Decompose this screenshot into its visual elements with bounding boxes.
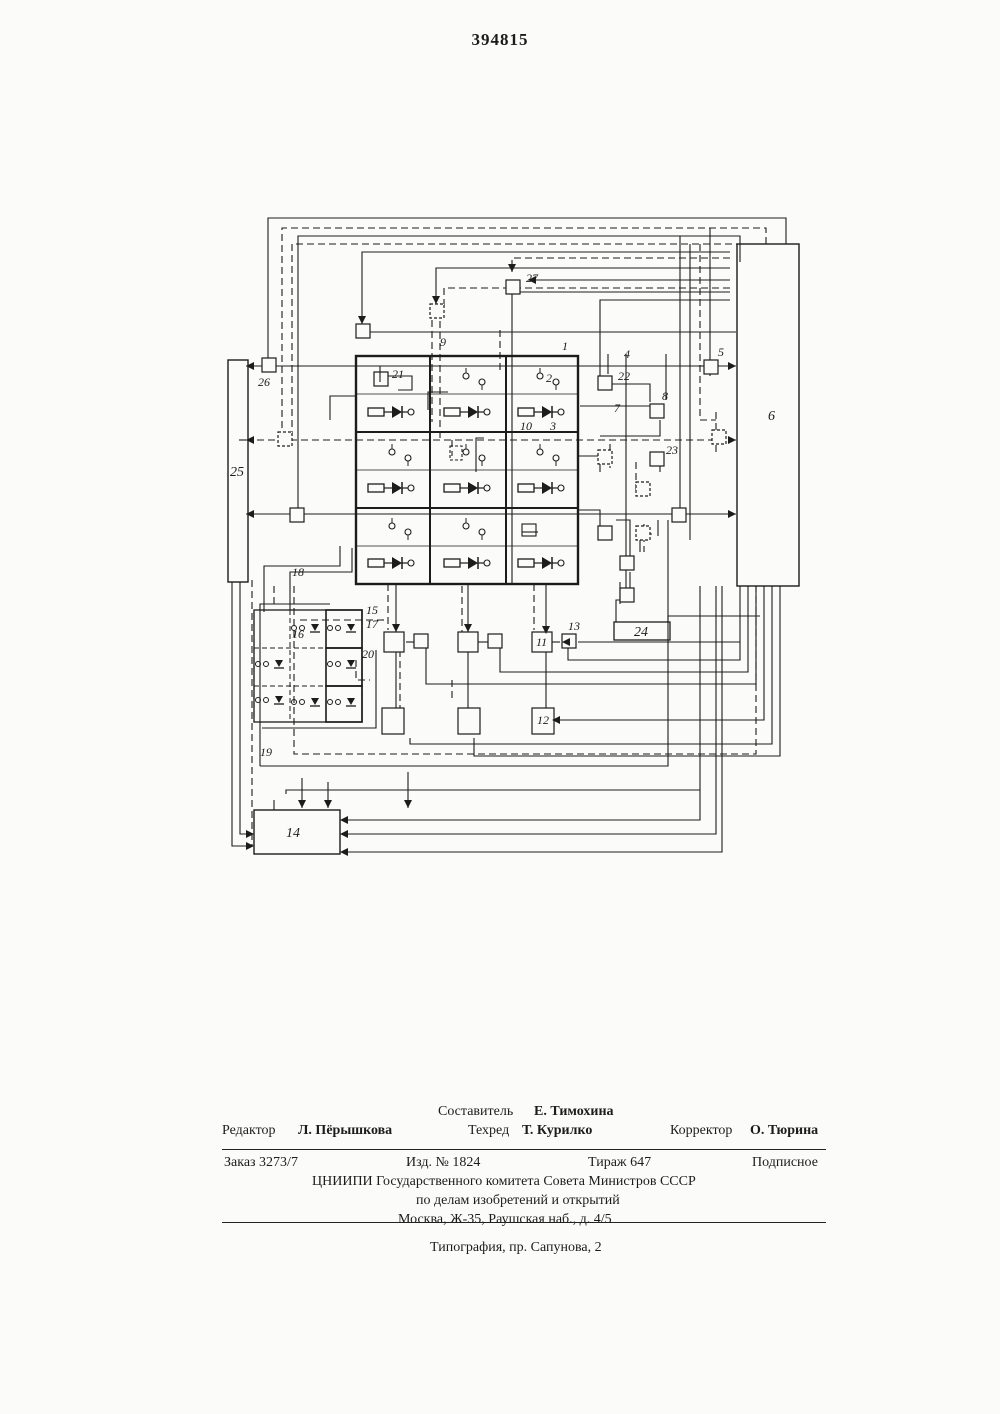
indicator-matrix-small	[254, 610, 362, 722]
label-13: 13	[568, 619, 580, 633]
label-10: 10	[520, 419, 532, 433]
label-12: 12	[537, 713, 549, 727]
techred-name: Т. Курилко	[522, 1121, 592, 1140]
compiler-row: Составитель Е. Тимохина	[222, 1102, 830, 1121]
compiler-label: Составитель	[438, 1102, 513, 1121]
imprint-block: Составитель Е. Тимохина Редактор Л. Пёры…	[222, 1102, 830, 1257]
org-line-2: по делам изобретений и открытий	[416, 1191, 620, 1210]
label-21: 21	[392, 367, 404, 381]
label-11: 11	[536, 635, 547, 649]
label-17: 17	[366, 617, 379, 631]
label-15: 15	[366, 603, 378, 617]
circuit-diagram: 6 25 14 24 1 2 3 4 5 7 8 9 10 11 12 13 1…	[0, 0, 1000, 1000]
label-24: 24	[634, 625, 648, 640]
staff-row: Редактор Л. Пёрышкова Техред Т. Курилко …	[222, 1121, 830, 1140]
label-3: 3	[549, 419, 556, 433]
editor-name: Л. Пёрышкова	[298, 1121, 392, 1140]
display-matrix	[356, 356, 578, 584]
printer: Типография, пр. Сапунова, 2	[430, 1238, 602, 1257]
editor-label: Редактор	[222, 1121, 276, 1140]
label-18: 18	[292, 565, 304, 579]
arrows	[246, 264, 736, 856]
label-19: 19	[260, 745, 272, 759]
org-row-2: по делам изобретений и открытий	[222, 1191, 830, 1210]
label-26: 26	[258, 375, 270, 389]
label-20: 20	[362, 647, 374, 661]
dashed-lines	[238, 228, 766, 846]
order-row: Заказ 3273/7 Изд. № 1824 Тираж 647 Подпи…	[222, 1153, 830, 1172]
techred-label: Техред	[468, 1121, 509, 1140]
org-row-3: Москва, Ж-35, Раушская наб., д. 4/5	[222, 1210, 830, 1229]
corrector-name: О. Тюрина	[750, 1121, 818, 1140]
label-6: 6	[768, 409, 775, 424]
org-row-1: ЦНИИПИ Государственного комитета Совета …	[222, 1172, 830, 1191]
subscription: Подписное	[752, 1153, 818, 1172]
label-9: 9	[440, 335, 446, 349]
corrector-label: Корректор	[670, 1121, 732, 1140]
label-7: 7	[614, 401, 621, 415]
label-16: 16	[292, 627, 304, 641]
label-23: 23	[666, 443, 678, 457]
label-8: 8	[662, 389, 668, 403]
label-27: 27	[526, 271, 539, 285]
outer-frame-lines	[232, 218, 786, 852]
rule-bottom	[222, 1222, 826, 1223]
printer-row: Типография, пр. Сапунова, 2	[222, 1238, 830, 1257]
org-line-3: Москва, Ж-35, Раушская наб., д. 4/5	[398, 1210, 612, 1229]
label-1: 1	[562, 339, 568, 353]
org-line-1: ЦНИИПИ Государственного комитета Совета …	[312, 1172, 696, 1191]
order-number: Заказ 3273/7	[224, 1153, 298, 1172]
print-run: Тираж 647	[588, 1153, 651, 1172]
label-25: 25	[230, 465, 244, 480]
label-2: 2	[546, 371, 552, 385]
compiler-name: Е. Тимохина	[534, 1102, 614, 1121]
label-5: 5	[718, 345, 724, 359]
rule-top	[222, 1149, 826, 1150]
label-22: 22	[618, 369, 630, 383]
label-14: 14	[286, 826, 300, 841]
label-4: 4	[624, 347, 630, 361]
edition-number: Изд. № 1824	[406, 1153, 480, 1172]
